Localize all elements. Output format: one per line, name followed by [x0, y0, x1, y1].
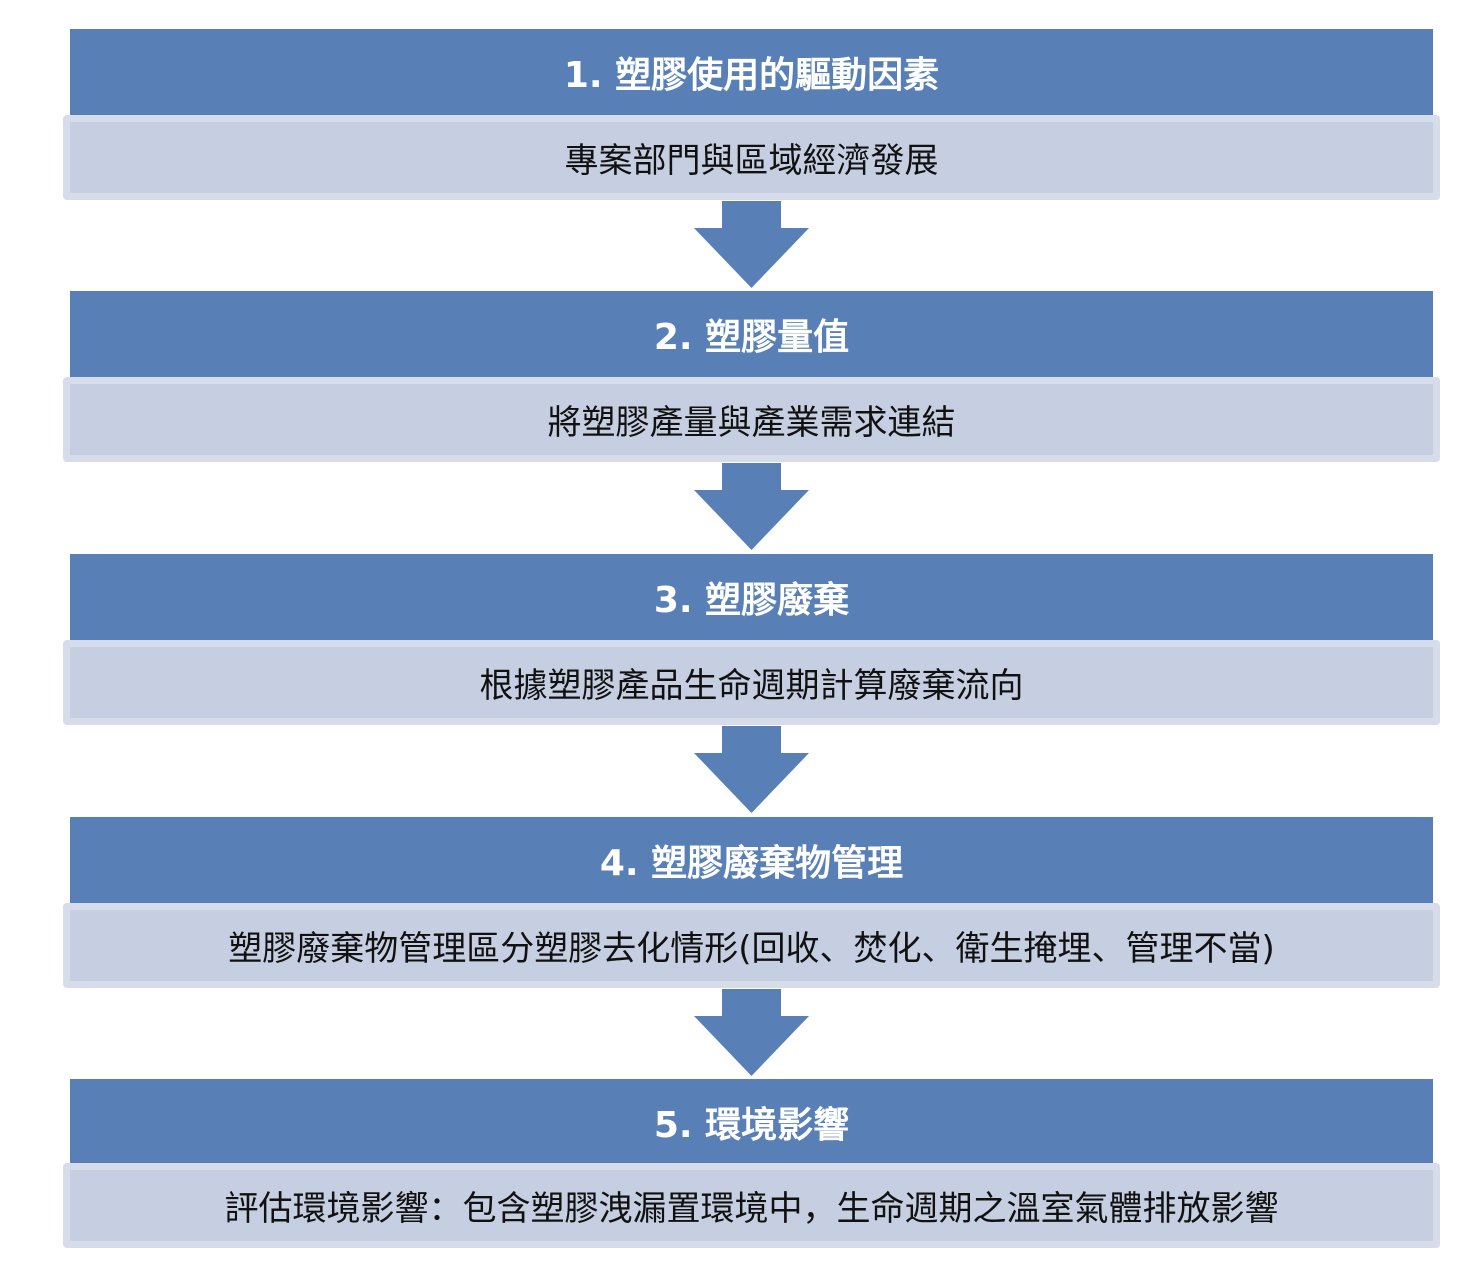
step-5-description: 評估環境影響：包含塑膠洩漏置環境中，生命週期之溫室氣體排放影響: [63, 1163, 1440, 1248]
step-3-description: 根據塑膠產品生命週期計算廢棄流向: [63, 640, 1440, 725]
step-2-title: 2. 塑膠量值: [70, 291, 1433, 377]
step-4-description: 塑膠廢棄物管理區分塑膠去化情形(回收、焚化、衛生掩埋、管理不當): [63, 903, 1440, 988]
step-1-description: 專案部門與區域經濟發展: [63, 115, 1440, 200]
step-3-title: 3. 塑膠廢棄: [70, 554, 1433, 640]
step-2-description: 將塑膠產量與產業需求連結: [63, 377, 1440, 462]
down-arrow-icon: [694, 463, 809, 550]
step-4-title: 4. 塑膠廢棄物管理: [70, 817, 1433, 903]
down-arrow-icon: [694, 726, 809, 813]
step-1-title: 1. 塑膠使用的驅動因素: [70, 29, 1433, 115]
step-5-title: 5. 環境影響: [70, 1079, 1433, 1165]
down-arrow-icon: [694, 201, 809, 288]
down-arrow-icon: [694, 989, 809, 1076]
